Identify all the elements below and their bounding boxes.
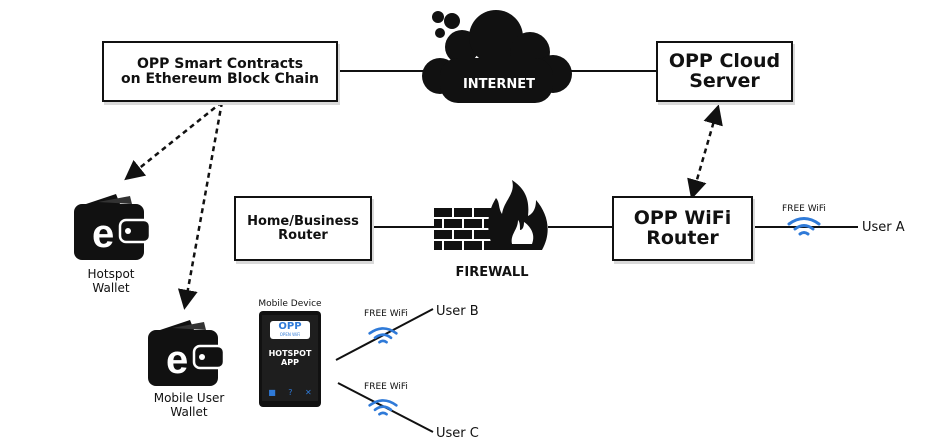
hotspot-wallet-line2: Wallet: [92, 280, 130, 295]
svg-text:e: e: [92, 212, 114, 256]
firewall-label: FIREWALL: [455, 265, 529, 280]
smart-contracts-line1: OPP Smart Contracts: [136, 55, 304, 72]
user-a-label: User A: [862, 220, 905, 235]
cloud-icon: [422, 10, 572, 103]
wifi-router-line2: Router: [646, 226, 719, 249]
phone-nav-bar: ■ ? ✕: [262, 385, 318, 399]
wifi-icon: [787, 217, 821, 236]
cloud-server-box: OPP Cloud Server: [656, 41, 793, 102]
cloud-server-line1: OPP Cloud: [668, 49, 781, 72]
home-router-box: Home/Business Router: [234, 196, 372, 261]
mobile-wallet-line1: Mobile User: [153, 391, 225, 405]
mobile-wallet-line2: Wallet: [170, 404, 208, 419]
hotspot-app-line2: APP: [281, 358, 299, 367]
opp-logo: OPP OPEN WiFi: [270, 321, 310, 339]
wallet-icon: e: [74, 194, 152, 260]
mobile-wallet-label: Mobile User Wallet: [144, 391, 234, 420]
internet-cloud: INTERNET: [418, 4, 580, 106]
home-router-line1: Home/Business: [247, 213, 359, 229]
cloud-server-line2: Server: [689, 69, 760, 92]
mobile-device-label: Mobile Device: [258, 299, 322, 309]
smart-contracts-line2: on Ethereum Block Chain: [120, 70, 320, 87]
internet-label: INTERNET: [462, 77, 536, 92]
hotspot-wallet-label: Hotspot Wallet: [70, 267, 152, 296]
wifi-icon: [368, 327, 398, 344]
free-wifi-label-a: FREE WiFi: [782, 204, 826, 214]
wifi-router-line1: OPP WiFi: [633, 206, 732, 229]
wifi-icon: [368, 399, 398, 416]
phone-icon: OPP OPEN WiFi HOTSPOT APP ■ ? ✕: [259, 311, 321, 407]
phone-screen: OPP OPEN WiFi HOTSPOT APP ■ ? ✕: [262, 315, 318, 401]
dashed-arrow-cloud-wifi: [687, 104, 723, 200]
firewall-icon: [434, 180, 548, 250]
home-router-line2: Router: [278, 227, 328, 243]
opp-logo-text: OPP: [278, 321, 302, 332]
wifi-router-box: OPP WiFi Router: [612, 196, 753, 261]
svg-text:e: e: [166, 338, 188, 382]
smart-contracts-box: OPP Smart Contracts on Ethereum Block Ch…: [102, 41, 338, 102]
wallet-icon: e: [148, 320, 226, 386]
dashed-arrow-contracts-hotspot: [124, 101, 223, 181]
user-c-label: User C: [436, 426, 479, 441]
opp-logo-sub: OPEN WiFi: [279, 332, 301, 337]
firewall-node: [432, 180, 552, 260]
hotspot-wallet-line1: Hotspot: [87, 267, 135, 281]
free-wifi-label-b: FREE WiFi: [364, 309, 408, 319]
hotspot-app-line1: HOTSPOT: [268, 349, 312, 358]
phone-nav-icon-3: ✕: [305, 387, 312, 397]
free-wifi-label-c: FREE WiFi: [364, 382, 408, 392]
user-b-label: User B: [436, 304, 479, 319]
phone-nav-icon-2: ?: [288, 387, 293, 397]
hotspot-app-title: HOTSPOT APP: [262, 349, 318, 367]
phone-nav-icon-1: ■: [268, 387, 276, 397]
dashed-arrow-contracts-mobile: [177, 101, 224, 310]
